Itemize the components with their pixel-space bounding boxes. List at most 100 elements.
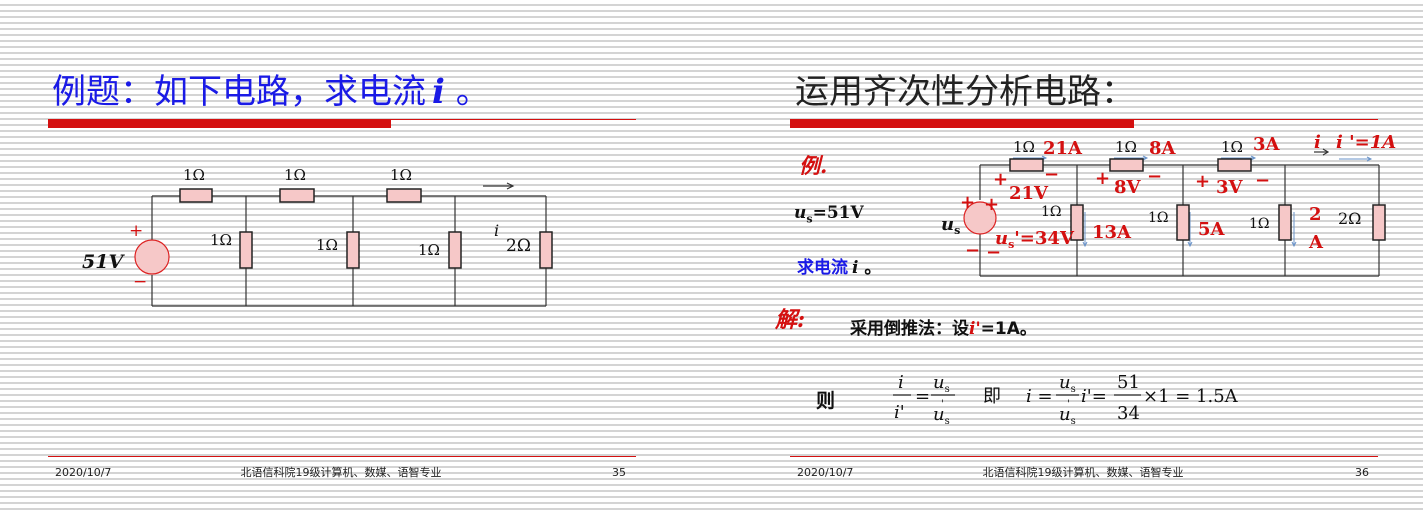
v3-minus: −: [1255, 170, 1270, 191]
solution-end: =1A。: [980, 319, 1037, 339]
slide-title: 运用齐次性分析电路：: [795, 72, 1135, 112]
us-symbol: u: [794, 203, 807, 223]
current-i3: 3A: [1253, 134, 1281, 155]
v2-plus: +: [1095, 168, 1110, 189]
solution-variable: i': [969, 319, 981, 339]
f1-denominator: i': [894, 402, 905, 423]
resistor-r3: [386, 188, 422, 203]
footer-date: 2020/10/7: [55, 466, 112, 479]
current-iv1: 13A: [1092, 222, 1132, 243]
title-variable: i: [432, 72, 445, 112]
footer-org: 北语信科院19级计算机、数媒、语智专业: [982, 466, 1184, 479]
v3-plus: +: [1195, 171, 1210, 192]
find-text: 求电流: [797, 258, 848, 278]
source-minus: −: [965, 240, 980, 261]
resistor-rv3: [448, 231, 462, 269]
footer-page: 36: [1355, 466, 1369, 479]
find-variable: i: [852, 258, 859, 278]
slide-gap: [680, 0, 743, 512]
f3-denominator: us: [1059, 404, 1076, 427]
label-load: 2Ω: [1338, 209, 1361, 228]
find-end: 。: [858, 258, 882, 278]
label-load: 2Ω: [506, 236, 531, 256]
solution-label: 解:: [775, 307, 806, 333]
f2-denominator: us: [933, 404, 950, 427]
v1-plus: +: [993, 169, 1008, 190]
us-subscript: s: [806, 212, 813, 226]
title-end: 。: [444, 72, 490, 112]
label-r3: 1Ω: [1221, 138, 1243, 156]
label-r2: 1Ω: [1115, 138, 1137, 156]
voltage-v3: 3V: [1216, 177, 1244, 198]
resistor-r2: [1109, 158, 1144, 172]
label-rv1: 1Ω: [1041, 204, 1062, 220]
f3-numerator: us: [1059, 372, 1076, 395]
solution-sentence: 采用倒推法：设: [850, 319, 969, 339]
title-rule: [1134, 119, 1378, 120]
label-rv2: 1Ω: [316, 236, 338, 254]
resistor-rv3: [1278, 204, 1292, 241]
resistor-load: [1372, 204, 1386, 241]
resistor-rv2: [1176, 204, 1190, 241]
source-plus: +: [960, 192, 975, 213]
source-value: 51V: [82, 251, 125, 273]
label-r2: 1Ω: [284, 166, 306, 184]
resistor-r1: [179, 188, 213, 203]
source-minus: −: [133, 272, 147, 292]
current-i1: 21A: [1043, 138, 1083, 159]
voltage-source: [134, 239, 170, 275]
footer-page: 35: [612, 466, 626, 479]
example-label: 例.: [799, 153, 828, 178]
v2-minus: −: [1147, 166, 1162, 187]
source-prime-minus: −: [986, 242, 1001, 263]
f3-denominator-prime: ': [1067, 399, 1070, 410]
f1-equals: =: [915, 386, 930, 407]
title-underline: [48, 119, 391, 128]
voltage-source: [963, 201, 997, 235]
label-current-i: i: [494, 221, 499, 240]
title-rule: [391, 119, 636, 120]
source-prime-plus: +: [984, 194, 999, 215]
resistor-r2: [279, 188, 315, 203]
title-underline: [790, 119, 1134, 128]
footer-org: 北语信科院19级计算机、数媒、语智专业: [240, 466, 442, 479]
f4-numerator: 51: [1117, 372, 1140, 393]
ji-label: 即: [983, 386, 1001, 407]
resistor-rv1: [1070, 204, 1084, 241]
source-prime-value: us'=34V: [995, 228, 1075, 251]
resistor-r3: [1217, 158, 1252, 172]
given-us: us=51V: [794, 203, 864, 225]
f4-denominator: 34: [1117, 403, 1140, 424]
label-rv1: 1Ω: [210, 231, 232, 249]
v1-minus: −: [1044, 164, 1059, 185]
f-lhs: i =: [1026, 386, 1053, 407]
footer-rule: [790, 456, 1378, 457]
source-label: us: [941, 214, 960, 237]
us-value: =51V: [812, 203, 864, 223]
label-rv2: 1Ω: [1148, 210, 1169, 226]
resistor-load: [539, 231, 553, 269]
f2-numerator: us: [933, 372, 950, 395]
label-rv3: 1Ω: [1249, 216, 1270, 232]
resistor-rv1: [239, 231, 253, 269]
f-tail: ×1 = 1.5A: [1143, 386, 1239, 407]
then-label: 则: [816, 390, 836, 412]
circuit-diagram: 1Ω 1Ω 1Ω 1Ω 1Ω 1Ω 2Ω i + − 51V: [82, 166, 553, 307]
resistor-r1: [1009, 158, 1044, 172]
label-r1: 1Ω: [183, 166, 205, 184]
circuit-diagram: 1Ω 1Ω 1Ω 1Ω 1Ω 1Ω 2Ω 21A 8A 3A i i '=1A …: [941, 132, 1396, 277]
solution-text: 采用倒推法：设i'=1A。: [850, 314, 1037, 339]
voltage-v2: 8V: [1114, 177, 1142, 198]
f-mid: i'=: [1081, 386, 1107, 407]
label-rv3: 1Ω: [418, 241, 440, 259]
label-r3: 1Ω: [390, 166, 412, 184]
current-iv3-value: 2: [1309, 204, 1322, 225]
current-i-prime: i '=1A: [1336, 132, 1396, 153]
title-text: 例题：如下电路，求电流: [52, 72, 426, 112]
resistor-rv2: [346, 231, 360, 269]
formula: i i' = us us ' 即 i = us us ' i'= 51 34 ×…: [893, 372, 1239, 427]
footer-rule: [48, 456, 636, 457]
